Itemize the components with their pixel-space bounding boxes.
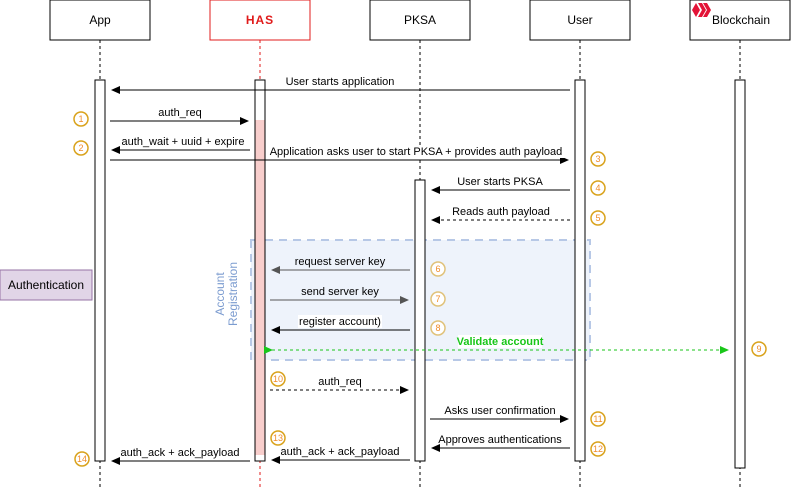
activation-pksa — [414, 179, 426, 462]
svg-text:User starts PKSA: User starts PKSA — [457, 176, 543, 188]
activation-app — [94, 79, 106, 462]
step-badge: 9 — [751, 341, 767, 357]
activation-user — [574, 79, 586, 462]
svg-text:12: 12 — [593, 444, 603, 454]
svg-text:Approves authentications: Approves authentications — [438, 434, 562, 446]
step-badge: 8 — [430, 320, 446, 336]
svg-text:5: 5 — [595, 213, 600, 223]
message-user-starts-application: User starts application — [111, 76, 570, 94]
svg-text:13: 13 — [273, 433, 283, 443]
authentication-label-box: Authentication — [0, 269, 93, 301]
svg-text:send server key: send server key — [301, 286, 379, 298]
participant-has[interactable]: HAS — [209, 0, 311, 41]
svg-text:1: 1 — [78, 114, 83, 124]
step-badge: 14 — [74, 451, 90, 467]
svg-text:3: 3 — [595, 154, 600, 164]
message-auth-req-2: auth_req — [270, 376, 409, 394]
participant-pksa[interactable]: PKSA — [369, 0, 471, 41]
svg-text:Asks user confirmation: Asks user confirmation — [444, 405, 555, 417]
step-badge: 11 — [590, 411, 606, 427]
hive-logo-icon — [692, 3, 711, 17]
participant-app[interactable]: App — [49, 0, 151, 41]
message-send-server-key: send server key — [270, 286, 409, 304]
svg-text:Reads auth payload: Reads auth payload — [452, 206, 550, 218]
participant-label: User — [567, 13, 592, 27]
step-badge: 12 — [590, 441, 606, 457]
message-user-starts-pksa: User starts PKSA — [431, 176, 570, 194]
step-badge: 6 — [430, 261, 446, 277]
message-validate-account: Validate account — [264, 335, 729, 354]
message-auth-req: auth_req — [110, 107, 249, 125]
svg-text:8: 8 — [435, 323, 440, 333]
svg-text:request server key: request server key — [295, 256, 386, 268]
svg-text:9: 9 — [756, 344, 761, 354]
participant-user[interactable]: User — [529, 0, 631, 41]
svg-text:4: 4 — [595, 183, 600, 193]
message-auth-ack-to-has: auth_ack + ack_payload — [271, 446, 410, 464]
message-auth-ack-to-app: auth_ack + ack_payload — [111, 447, 250, 465]
svg-text:7: 7 — [435, 294, 440, 304]
message-app-asks-user: Application asks user to start PKSA + pr… — [110, 145, 569, 164]
participant-label: App — [89, 13, 111, 27]
svg-text:Validate account: Validate account — [457, 336, 544, 348]
activation-blockchain — [734, 79, 746, 469]
svg-text:11: 11 — [593, 414, 602, 424]
svg-text:auth_ack + ack_payload: auth_ack + ack_payload — [121, 447, 240, 459]
svg-text:auth_req: auth_req — [318, 376, 361, 388]
step-badge: 4 — [590, 180, 606, 196]
svg-text:2: 2 — [78, 143, 83, 153]
message-approves-authentications: Approves authentications — [431, 434, 570, 452]
message-auth-wait: auth_wait + uuid + expire — [111, 136, 250, 154]
activation-has-highlight — [255, 120, 265, 455]
svg-text:10: 10 — [273, 374, 283, 384]
step-badge: 5 — [590, 210, 606, 226]
step-badge: 1 — [73, 111, 89, 127]
svg-text:6: 6 — [435, 264, 440, 274]
svg-text:auth_req: auth_req — [158, 107, 201, 119]
step-badge: 3 — [590, 151, 606, 167]
group-label-line1: Account — [213, 272, 227, 316]
svg-text:Application asks user to start: Application asks user to start PKSA + pr… — [270, 146, 563, 158]
step-badge: 7 — [430, 291, 446, 307]
message-reads-auth-payload: Reads auth payload — [431, 206, 570, 224]
svg-text:register account): register account) — [299, 316, 381, 328]
participant-label: PKSA — [404, 13, 436, 27]
participant-label: Blockchain — [712, 13, 770, 27]
participant-blockchain[interactable]: Blockchain — [689, 0, 791, 41]
svg-text:auth_wait + uuid + expire: auth_wait + uuid + expire — [122, 136, 245, 148]
message-register-account: register account) — [271, 315, 410, 334]
authentication-label: Authentication — [8, 278, 84, 292]
group-label-line2: Registration — [226, 262, 240, 326]
step-badge: 2 — [73, 140, 89, 156]
participant-label: HAS — [246, 13, 274, 27]
svg-text:User starts application: User starts application — [286, 76, 395, 88]
step-badge: 10 — [270, 371, 286, 387]
step-badge: 13 — [270, 430, 286, 446]
message-asks-user-confirmation: Asks user confirmation — [430, 405, 569, 423]
svg-text:auth_ack + ack_payload: auth_ack + ack_payload — [281, 446, 400, 458]
message-request-server-key: request server key — [271, 256, 410, 274]
svg-text:14: 14 — [77, 454, 87, 464]
